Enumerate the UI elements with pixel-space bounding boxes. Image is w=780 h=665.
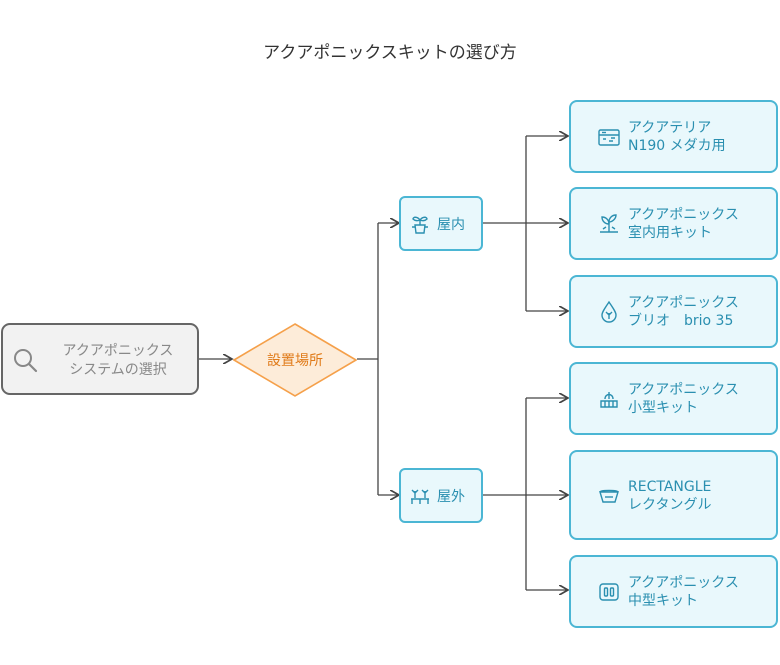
product-label-line1: アクアテリア [628,120,712,136]
root-label-line2: システムの選択 [69,362,167,378]
product-label-rectangle: RECTANGLE レクタングル [628,478,711,514]
product-node-medium-kit: アクアポニックス 中型キット [569,555,778,628]
root-node: アクアポニックス システムの選択 [1,323,199,395]
product-label-aquaterria: アクアテリア N190 メダカ用 [628,119,726,155]
product-label-medium-kit: アクアポニックス 中型キット [628,574,739,610]
product-label-line1: アクアポニックス [628,295,739,311]
product-node-small-kit: アクアポニックス 小型キット [569,362,778,435]
root-label-line1: アクアポニックス [62,343,174,359]
product-label-small-kit: アクアポニックス 小型キット [628,381,739,417]
product-label-line1: アクアポニックス [628,207,739,223]
aquarium-icon [597,125,621,149]
kit-icon [597,580,621,604]
planter-icon [597,387,621,411]
product-node-rectangle: RECTANGLE レクタングル [569,450,778,540]
product-node-aquaterria: アクアテリア N190 メダカ用 [569,100,778,173]
water-drop-icon [597,300,621,324]
product-label-line2: N190 メダカ用 [628,138,726,154]
location-node-outdoor: 屋外 [399,468,483,523]
product-label-line1: RECTANGLE [628,479,712,495]
product-node-indoor-kit: アクアポニックス 室内用キット [569,187,778,260]
product-label-line2: 小型キット [628,400,698,416]
product-label-indoor-kit: アクアポニックス 室内用キット [628,206,739,242]
location-label-indoor: 屋内 [437,217,465,233]
product-label-line2: 室内用キット [628,225,712,241]
location-label-outdoor: 屋外 [437,489,465,505]
diagram-title: アクアポニックスキットの選び方 [263,43,517,63]
plant-icon [409,213,431,235]
garden-icon [409,485,431,507]
product-label-line1: アクアポニックス [628,382,739,398]
search-icon [12,347,38,373]
root-label: アクアポニックス システムの選択 [47,342,189,380]
decision-label: 設置場所 [267,353,323,369]
decision-node: 設置場所 [233,323,357,397]
product-label-line2: 中型キット [628,593,698,609]
sprout-icon [597,212,621,236]
product-label-line2: レクタングル [628,497,712,513]
product-label-line2: ブリオ brio 35 [628,313,734,329]
product-node-brio: アクアポニックス ブリオ brio 35 [569,275,778,348]
location-node-indoor: 屋内 [399,196,483,251]
product-label-line1: アクアポニックス [628,575,739,591]
product-label-brio: アクアポニックス ブリオ brio 35 [628,294,739,330]
tank-icon [597,484,621,508]
